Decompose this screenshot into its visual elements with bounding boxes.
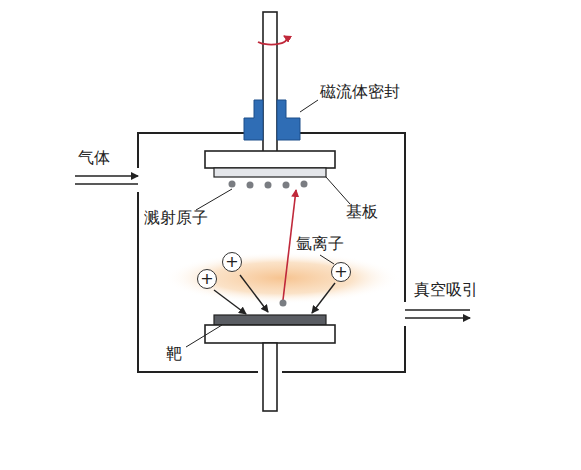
argon-ion-circle: + xyxy=(197,269,217,289)
ion-charge: + xyxy=(225,254,238,270)
sputtered-atom-label: 溅射原子 xyxy=(144,208,208,227)
gas-label: 气体 xyxy=(78,148,110,167)
target-label: 靶 xyxy=(166,344,182,363)
vacuum-label: 真空吸引 xyxy=(414,280,478,299)
ion-charge: + xyxy=(200,271,213,287)
argon-ion-circle: + xyxy=(331,262,351,282)
argon-ion-circle: + xyxy=(222,252,242,272)
substrate-label: 基板 xyxy=(346,202,378,221)
ion-charge: + xyxy=(334,264,347,280)
argon-ion-label: 氩离子 xyxy=(296,234,344,253)
seal-label: 磁流体密封 xyxy=(320,82,400,101)
